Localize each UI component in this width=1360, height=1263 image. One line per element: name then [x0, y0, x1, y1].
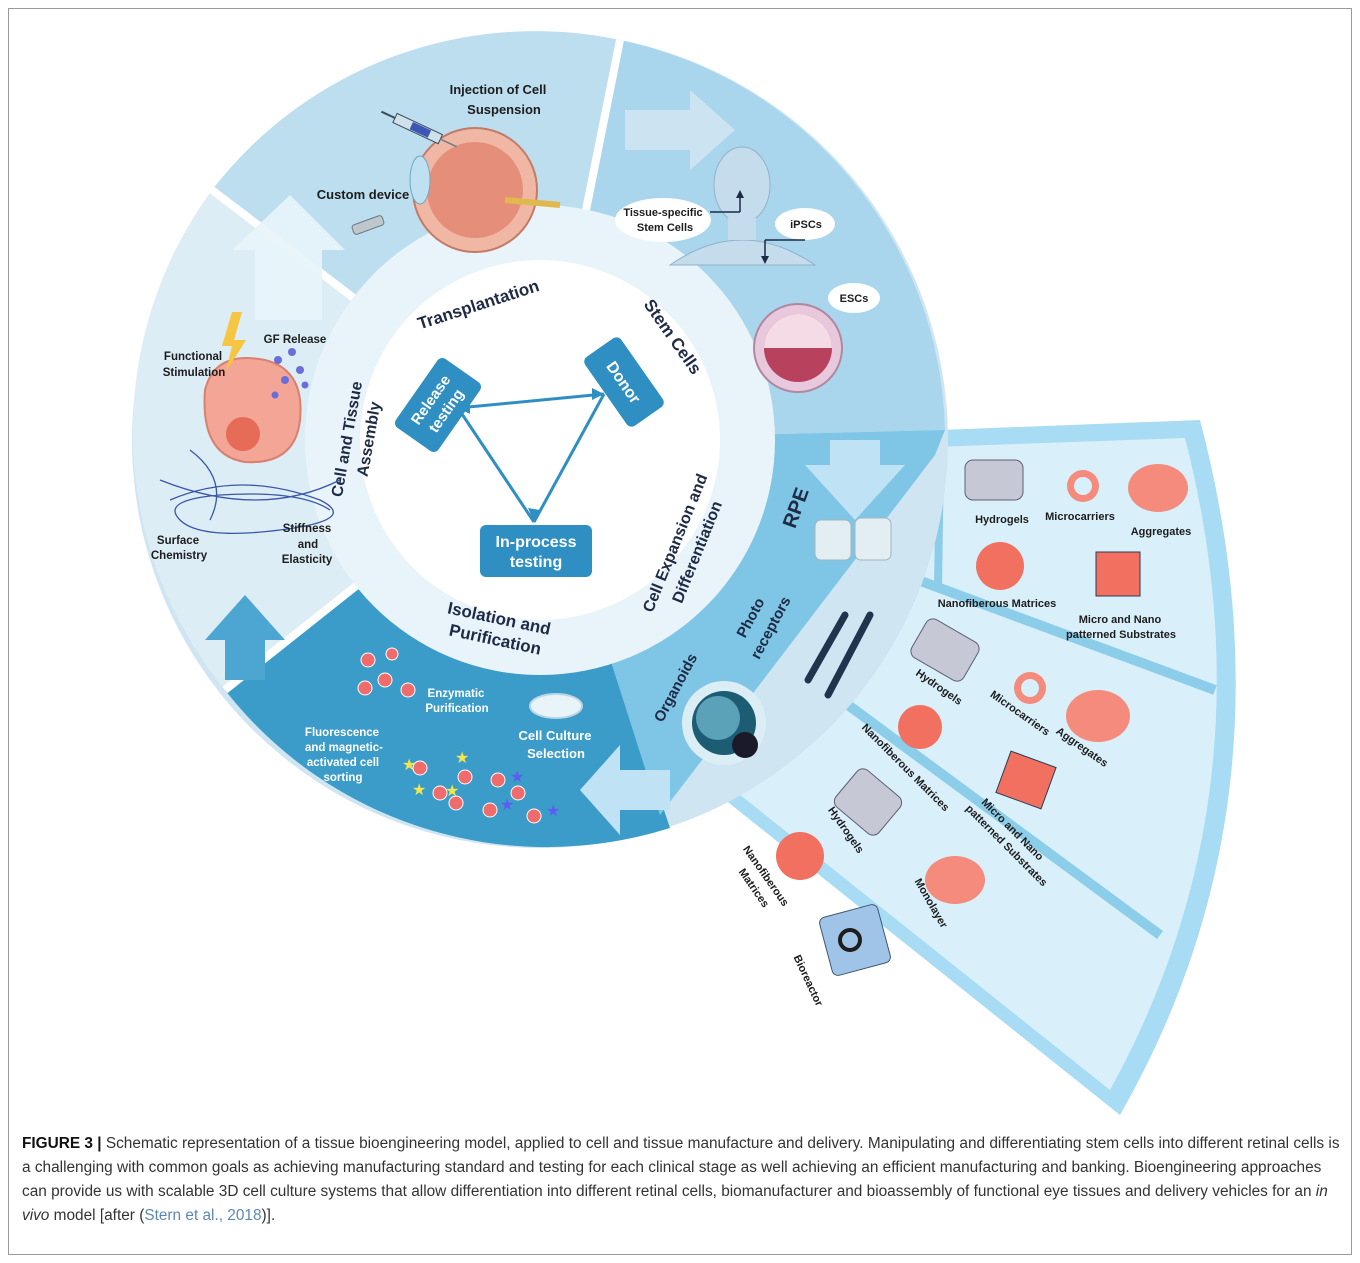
- donor-box: Donor: [584, 337, 664, 427]
- enzymatic-label-2: Purification: [425, 703, 488, 715]
- facs-label-1: Fluorescence: [305, 727, 379, 739]
- caption-after: model [after (: [53, 1207, 145, 1224]
- tri-line-2: [456, 407, 536, 523]
- functional-label-1: Functional: [164, 351, 222, 363]
- tri-arrow-1: [592, 388, 604, 400]
- fan-rpe-aggregates: Aggregates: [1131, 526, 1192, 538]
- fan-rpe-micro-2: patterned Substrates: [1066, 629, 1176, 641]
- surface-label-1: Surface: [157, 535, 199, 547]
- fan-photo-icons: [898, 618, 1130, 810]
- fan-rpe-microcarriers: Microcarriers: [1045, 511, 1115, 523]
- syringe-icon: [380, 110, 457, 148]
- svg-text:★: ★: [412, 782, 426, 799]
- caption-end: )].: [261, 1207, 276, 1224]
- fan-rpe-micro-1: Micro and Nano: [1079, 614, 1162, 626]
- arrow-left-bottom: [580, 745, 670, 835]
- gf-dots-icon: [271, 348, 309, 399]
- svg-text:★: ★: [500, 797, 514, 814]
- stiffness-label-1: Stiffness: [283, 523, 332, 535]
- release-testing-box: Release testing: [394, 358, 482, 452]
- custom-device-icon: [351, 215, 385, 235]
- bioengineering-diagram: Transplantation Stem Cells Cell and Tiss…: [132, 31, 1236, 1115]
- svg-text:★: ★: [445, 783, 459, 800]
- caption-label: FIGURE 3 |: [22, 1135, 102, 1152]
- inprocess-testing-box: In-process testing: [480, 525, 592, 577]
- petri-dish-icon: [529, 693, 583, 719]
- enzymatic-label-1: Enzymatic: [428, 688, 485, 700]
- blastocyst-icon: [753, 303, 843, 393]
- arrow-down-right: [805, 440, 905, 520]
- facs-label-4: sorting: [324, 772, 363, 784]
- ipsc-bubble: [775, 208, 835, 240]
- photoreceptor-icon: [804, 611, 874, 699]
- culture-label-2: Selection: [527, 746, 585, 761]
- fan-rpe-icons: [964, 459, 1188, 597]
- tri-line-3: [532, 393, 606, 523]
- eye-illustration: [409, 127, 561, 253]
- svg-text:In-process: In-process: [496, 534, 577, 551]
- facs-label-2: and magnetic-: [305, 742, 383, 754]
- culture-label-1: Cell Culture: [519, 728, 592, 743]
- organoid-icon: [682, 681, 766, 765]
- injection-label-2: Suspension: [467, 102, 541, 117]
- esc-bubble: [828, 283, 880, 313]
- fan-rpe-hydrogels: Hydrogels: [975, 514, 1029, 526]
- center-circle: [360, 260, 720, 620]
- figure-frame: [8, 8, 1352, 1255]
- gf-release-label: GF Release: [264, 334, 327, 346]
- cell-icon: [203, 357, 302, 464]
- figure-caption: FIGURE 3 | Schematic representation of a…: [22, 1132, 1340, 1228]
- red-cells-cluster: [357, 647, 542, 824]
- tissue-label-1: Tissue-specific: [623, 207, 702, 219]
- fan-organoid-bioreactor: Bioreactor: [791, 953, 825, 1009]
- fiber-lines: [159, 449, 341, 534]
- custom-device-label: Custom device: [317, 187, 409, 202]
- tri-arrow-3: [528, 508, 540, 522]
- caption-reference-link[interactable]: Stern et al., 2018: [144, 1207, 262, 1224]
- functional-label-2: Stimulation: [163, 367, 226, 379]
- facs-label-3: activated cell: [307, 757, 379, 769]
- caption-text: Schematic representation of a tissue bio…: [22, 1135, 1340, 1200]
- caption-italic: in vivo: [22, 1183, 1328, 1224]
- arrow-up-lower: [205, 595, 285, 680]
- ipsc-arrowhead: [761, 256, 769, 264]
- tissue-arrowhead: [736, 190, 744, 198]
- tissue-bubble: [615, 198, 711, 242]
- esc-label: ESCs: [840, 293, 869, 305]
- arrow-up-left: [232, 195, 345, 320]
- svg-text:★: ★: [546, 803, 560, 820]
- fan-rpe-nanofiber: Nanofiberous Matrices: [938, 598, 1057, 610]
- rpe-cells-icon: [814, 517, 892, 561]
- injection-label-1: Injection of Cell: [450, 82, 547, 97]
- ipsc-label: iPSCs: [790, 219, 822, 231]
- human-bust-icon: [668, 146, 817, 266]
- stiffness-label-2: and: [298, 539, 318, 551]
- tissue-label-2: Stem Cells: [637, 222, 693, 234]
- star-markers: ★ ★ ★ ★ ★ ★ ★: [402, 750, 560, 820]
- surface-label-2: Chemistry: [151, 550, 208, 562]
- svg-text:testing: testing: [510, 554, 562, 571]
- svg-text:★: ★: [455, 750, 469, 767]
- arrow-right-top: [625, 90, 735, 170]
- svg-text:★: ★: [510, 769, 524, 786]
- fan-organoid-icons: [776, 768, 985, 976]
- svg-text:★: ★: [402, 757, 416, 774]
- lightning-icon: [222, 312, 246, 372]
- tri-line-1: [457, 392, 605, 410]
- stiffness-label-3: Elasticity: [282, 554, 333, 566]
